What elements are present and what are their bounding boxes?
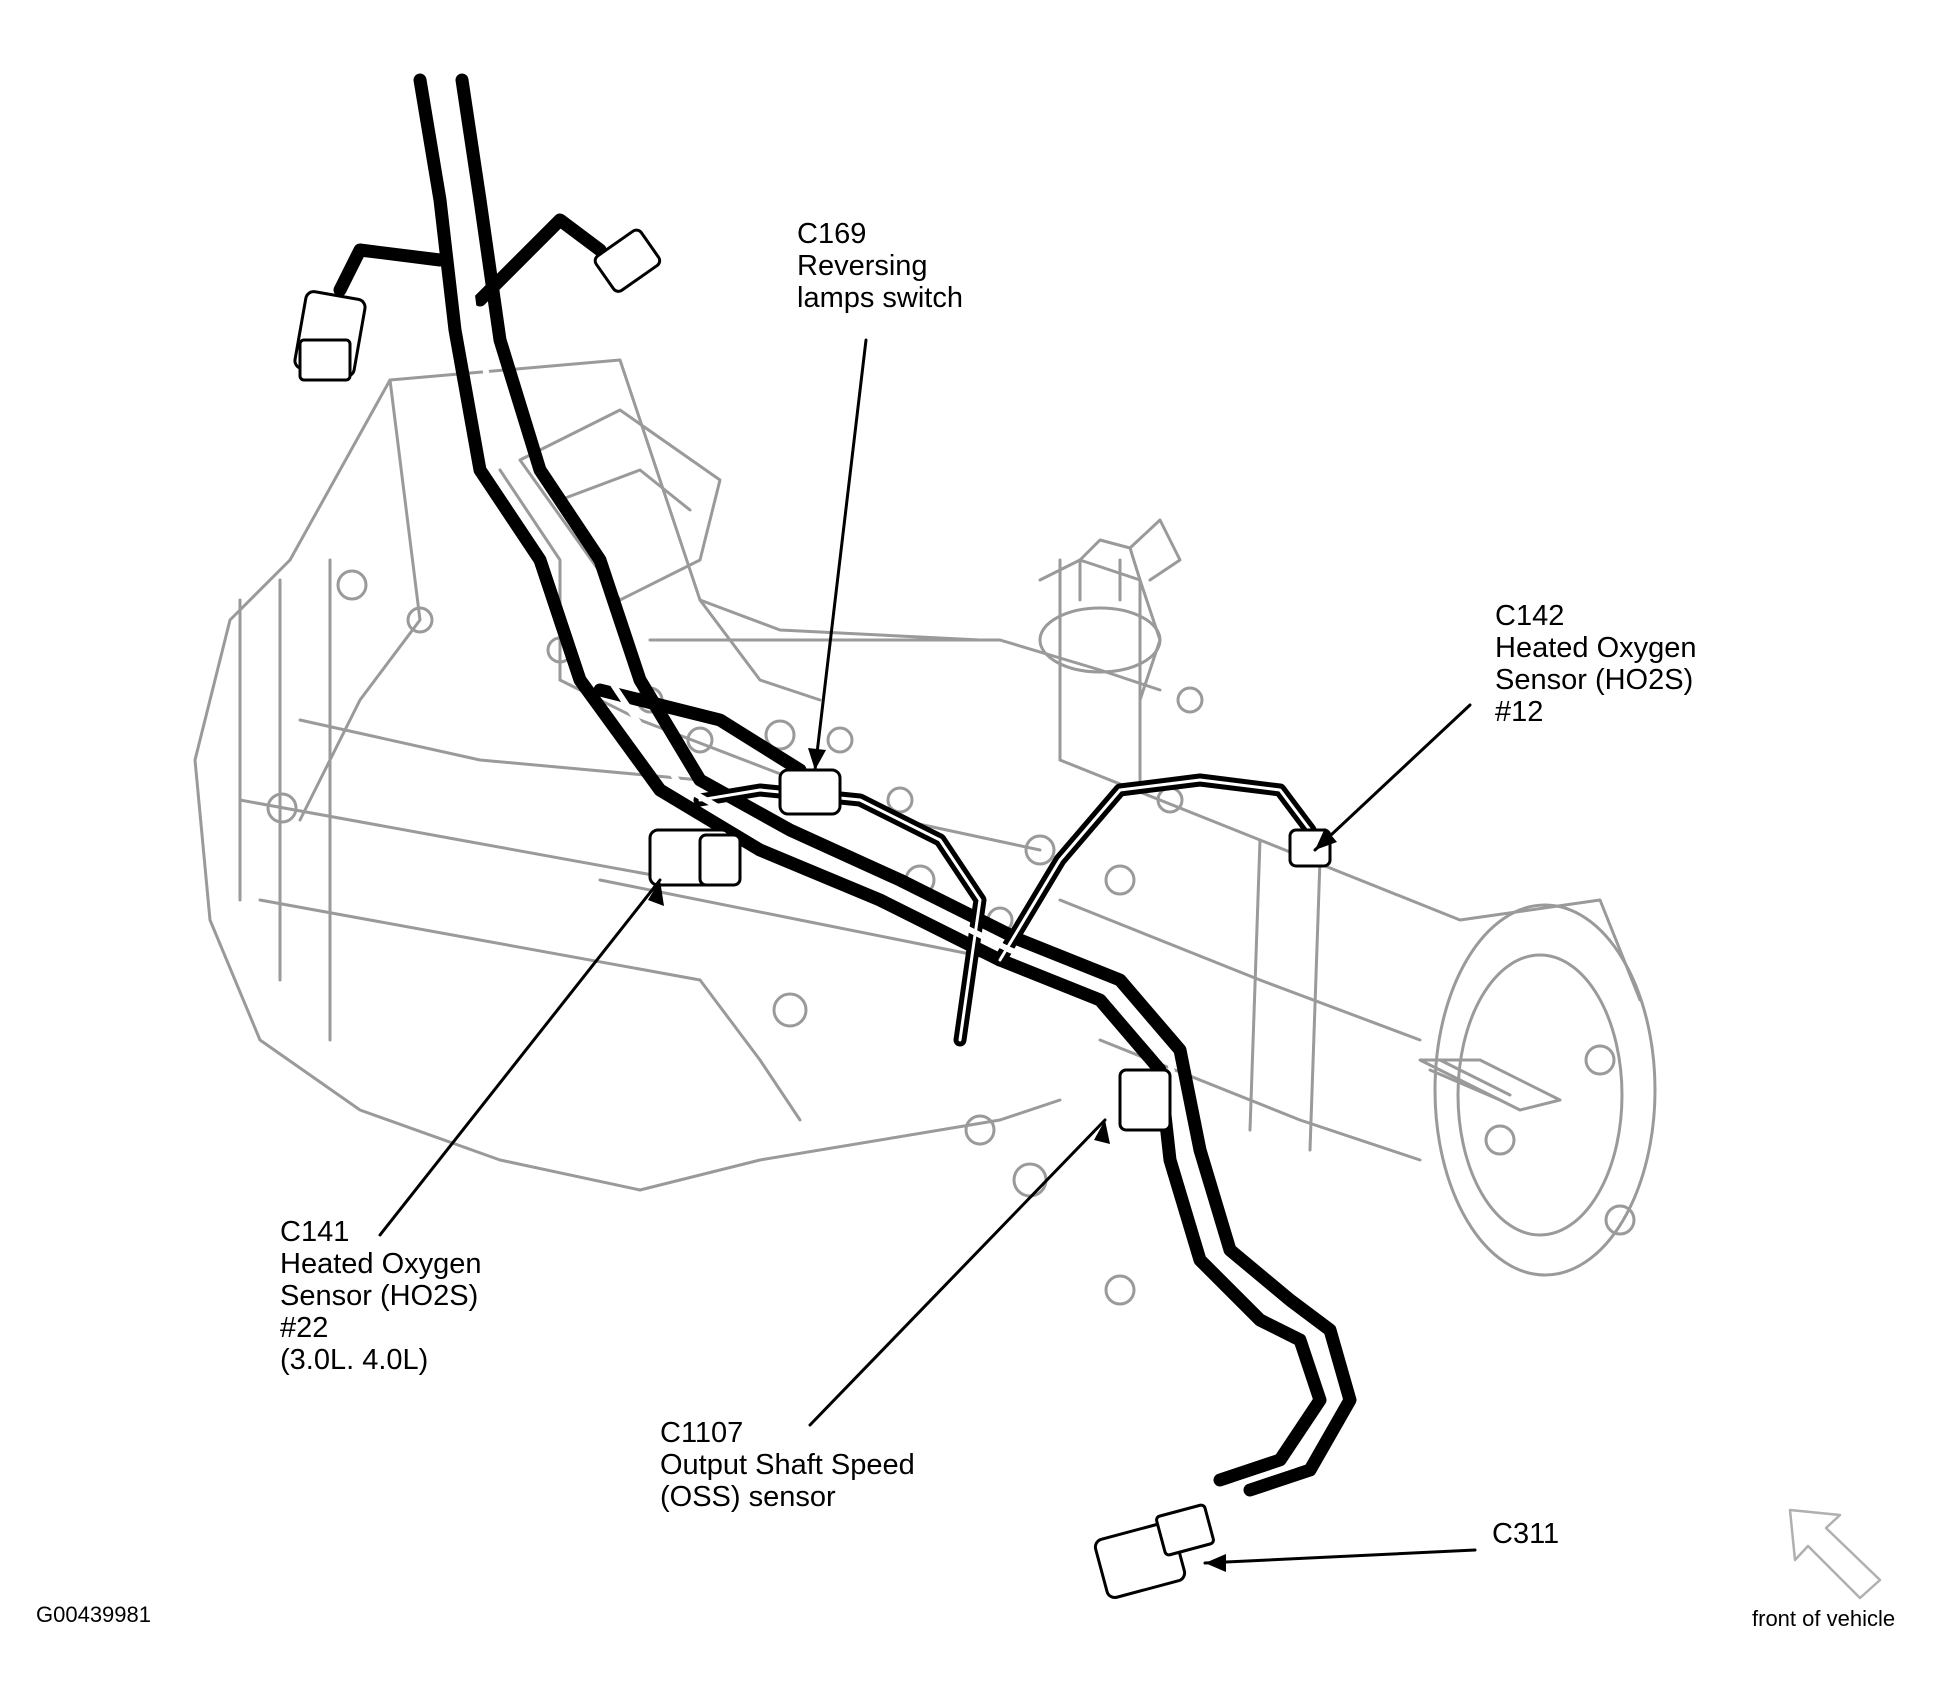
callout-c142-line-3: Sensor (HO2S) [1495, 664, 1694, 696]
leader-lines [378, 338, 1477, 1565]
callout-c142: C142 Heated Oxygen Sensor (HO2S) #12 [1495, 600, 1697, 728]
case-bolts [266, 569, 1204, 1306]
callout-c142-line-4: #12 [1495, 696, 1544, 728]
tail-housing [1058, 758, 1657, 1277]
callout-c1107: C1107 Output Shaft Speed (OSS) sensor [660, 1417, 915, 1513]
callout-c141: C141 Heated Oxygen Sensor (HO2S) #22 (3.… [280, 1216, 482, 1376]
callout-c311: C311 [1492, 1518, 1559, 1550]
callout-c169-line-1: C169 [797, 218, 867, 250]
callout-c169-line-2: Reversing [797, 250, 928, 282]
figure-id: G00439981 [36, 1602, 151, 1627]
front-arrow-icon [1788, 1508, 1882, 1600]
orientation-label: front of vehicle [1752, 1606, 1896, 1631]
callout-c1107-line-2: Output Shaft Speed [660, 1449, 915, 1481]
callout-c141-line-2: Heated Oxygen [280, 1248, 482, 1280]
wiring-harness-inner [438, 77, 1338, 1488]
callout-c169: C169 Reversing lamps switch [797, 218, 963, 314]
connectors [293, 228, 1332, 1600]
callout-c1107-line-3: (OSS) sensor [660, 1481, 836, 1513]
callout-c142-line-2: Heated Oxygen [1495, 632, 1697, 664]
callout-c141-line-5: (3.0L. 4.0L) [280, 1344, 429, 1376]
callout-c142-line-1: C142 [1495, 600, 1565, 632]
callout-c141-line-1: C141 [280, 1216, 350, 1248]
callout-c141-line-4: #22 [280, 1312, 329, 1344]
callout-c141-line-3: Sensor (HO2S) [280, 1280, 479, 1312]
callout-c311-line-1: C311 [1492, 1518, 1560, 1550]
callout-c169-line-3: lamps switch [797, 282, 963, 314]
callout-c1107-line-1: C1107 [660, 1417, 744, 1449]
transmission-housing [193, 358, 1062, 1192]
leader-arrowheads [648, 748, 1337, 1572]
